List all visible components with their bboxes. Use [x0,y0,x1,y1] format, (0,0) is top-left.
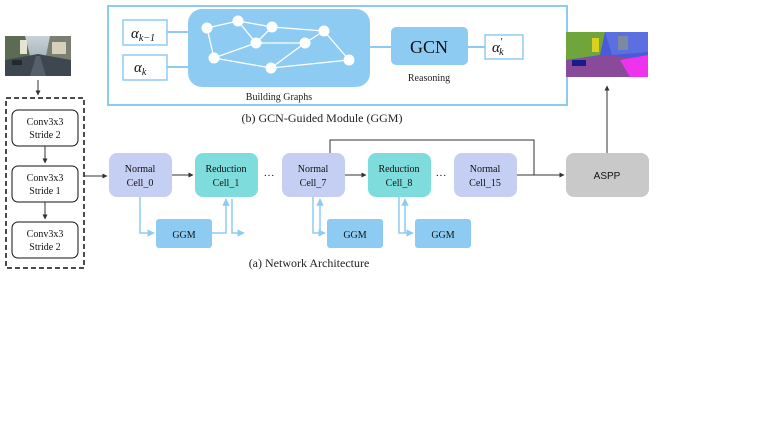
ggm-box-2 [327,219,383,248]
graph-node [250,37,262,49]
reduction-cell-8 [368,153,431,197]
cell0-ggm1-branch [139,197,155,237]
stem-block-3-line1: Conv3x3 [27,229,64,240]
ellipsis-2: ··· [436,170,447,182]
cell-0-line1: Normal [125,164,156,175]
cell-7-line1: Normal [298,164,329,175]
ggm1-cell1-up [212,198,230,234]
ggm-box-1-label: GGM [172,230,195,241]
cell-15-line1: Normal [470,164,501,175]
graph-node [208,52,220,64]
graph-node [266,21,278,33]
aspp-box [566,153,649,197]
skip-connection [329,139,535,175]
graph-background [188,9,370,87]
ggm-box-3 [415,219,471,248]
alpha-output-box [484,34,524,60]
aspp-label: ASPP [594,171,621,182]
cell-8-line1: Reduction [378,164,419,175]
reasoning-caption: Reasoning [408,73,450,84]
gcn-label: GCN [410,37,448,57]
cell8-ggm3-branch [398,197,414,237]
stem-block-2-line2: Stride 1 [29,186,60,197]
gcn-box [391,27,468,65]
alpha-prev-label: αk−1 [131,26,155,44]
ggm-box-2-label: GGM [343,230,366,241]
graph-node [343,54,355,66]
ggm-panel-caption: (b) GCN-Guided Module (GGM) [242,111,403,125]
graph-node [201,22,213,34]
cell-15-line2: Cell_15 [469,178,501,189]
normal-cell-0 [109,153,172,197]
cell-1-line1: Reduction [205,164,246,175]
cell7-ggm2-branch [312,197,326,237]
graph-nodes [201,15,355,74]
ggm-box-1 [156,219,212,248]
alpha-prev-box [122,19,168,46]
normal-cell-7 [282,153,345,197]
graph-node [299,37,311,49]
graph-node [265,62,277,74]
cell-8-line2: Cell_8 [386,178,413,189]
input-image [5,36,71,76]
stem-block-3 [11,221,79,259]
cell1-out-branch [231,199,245,237]
cell-7-line2: Cell_7 [300,178,327,189]
ggm-box-3-label: GGM [431,230,454,241]
reduction-cell-1 [195,153,258,197]
graph-node [318,25,330,37]
alpha-cur-label: αk [134,60,147,78]
stem-block-1-line1: Conv3x3 [27,117,64,128]
stem-block-1-line2: Stride 2 [29,130,60,141]
graph-node [232,15,244,27]
alpha-output-label: α′k [492,37,504,58]
cell-1-line2: Cell_1 [213,178,240,189]
network-caption: (a) Network Architecture [249,256,370,270]
stem-block-3-line2: Stride 2 [29,242,60,253]
normal-cell-15 [454,153,517,197]
output-segmentation [566,32,648,77]
stem-dashed-box [5,97,85,269]
cell-0-line2: Cell_0 [127,178,154,189]
graph-caption: Building Graphs [246,92,312,103]
stem-block-2-line1: Conv3x3 [27,173,64,184]
ellipsis-1: ··· [264,170,275,182]
